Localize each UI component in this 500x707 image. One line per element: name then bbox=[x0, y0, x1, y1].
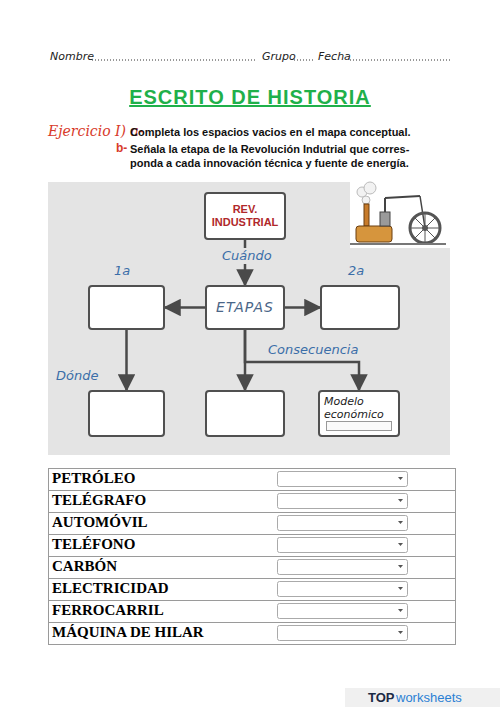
table-cell: TELÉFONO bbox=[52, 536, 135, 553]
dropdown-arrow bbox=[398, 631, 403, 634]
connector-label: Consecuencia bbox=[266, 342, 360, 358]
node-text: Modelo económico bbox=[324, 395, 394, 421]
node-text: ETAPAS bbox=[216, 299, 274, 316]
connector-label: 2a bbox=[346, 263, 366, 279]
dropdown-arrow bbox=[398, 609, 403, 612]
instruction-letter: b- bbox=[116, 141, 127, 155]
watermark-ground bbox=[345, 688, 500, 707]
dropdown-box bbox=[278, 582, 408, 597]
table-cell: AUTOMÓVIL bbox=[52, 514, 148, 531]
table-cell: TELÉGRAFO bbox=[52, 492, 146, 509]
table-cell: ELECTRICIDAD bbox=[52, 580, 169, 597]
concept-box: Modelo económico bbox=[318, 390, 400, 437]
form-field: Nombre bbox=[50, 50, 94, 63]
dropdown-arrow bbox=[398, 543, 403, 546]
form-field: Fecha bbox=[318, 50, 351, 63]
connector-label: Cuándo bbox=[220, 248, 274, 264]
form-field: Grupo bbox=[262, 50, 296, 63]
dropdown-arrow bbox=[398, 587, 403, 590]
table-cell: PETRÓLEO bbox=[52, 470, 135, 487]
watermark: TOP bbox=[368, 690, 395, 705]
table-cell: MÁQUINA DE HILAR bbox=[52, 624, 204, 641]
title-box: REV. INDUSTRIAL bbox=[204, 192, 286, 240]
connector-arrow bbox=[125, 330, 128, 390]
dropdown-box bbox=[278, 494, 408, 509]
exercise-number: Ejercicio I) a- bbox=[48, 123, 144, 139]
instruction: Señala la etapa de la Revolución Indutri… bbox=[130, 142, 435, 170]
blank-box bbox=[88, 285, 165, 330]
blank-box bbox=[205, 390, 285, 437]
concept-box: ETAPAS bbox=[205, 285, 285, 330]
connector-arrow bbox=[285, 306, 320, 309]
blank-box bbox=[320, 285, 400, 330]
dropdown-box bbox=[278, 604, 408, 619]
page-title: ESCRITO DE HISTORIA bbox=[0, 86, 500, 109]
connector-label: 1a bbox=[112, 263, 132, 279]
connector-arrow bbox=[245, 330, 359, 390]
connector-label: Dónde bbox=[54, 368, 100, 384]
node-text: REV. INDUSTRIAL bbox=[209, 203, 281, 229]
instruction: Completa los espacios vacios en el mapa … bbox=[130, 126, 450, 138]
dropdown-boxes bbox=[278, 472, 408, 641]
dropdown-arrow bbox=[398, 565, 403, 568]
blank-box bbox=[88, 390, 165, 437]
watermark: worksheets bbox=[396, 690, 462, 705]
dropdown-arrow bbox=[398, 499, 403, 502]
answer-table bbox=[48, 469, 456, 645]
connector-arrow bbox=[165, 306, 205, 309]
steam-engine-picture bbox=[350, 182, 450, 248]
dropdown-box bbox=[278, 560, 408, 575]
table-cell: CARBÓN bbox=[52, 558, 117, 575]
answer-field bbox=[326, 421, 392, 431]
dropdown-arrow bbox=[398, 521, 403, 524]
dropdown-arrow bbox=[398, 477, 403, 480]
dropdown-box bbox=[278, 538, 408, 553]
dropdown-box bbox=[278, 472, 408, 487]
dropdown-box bbox=[278, 516, 408, 531]
dropdown-box bbox=[278, 626, 408, 641]
table-cell: FERROCARRIL bbox=[52, 602, 164, 619]
